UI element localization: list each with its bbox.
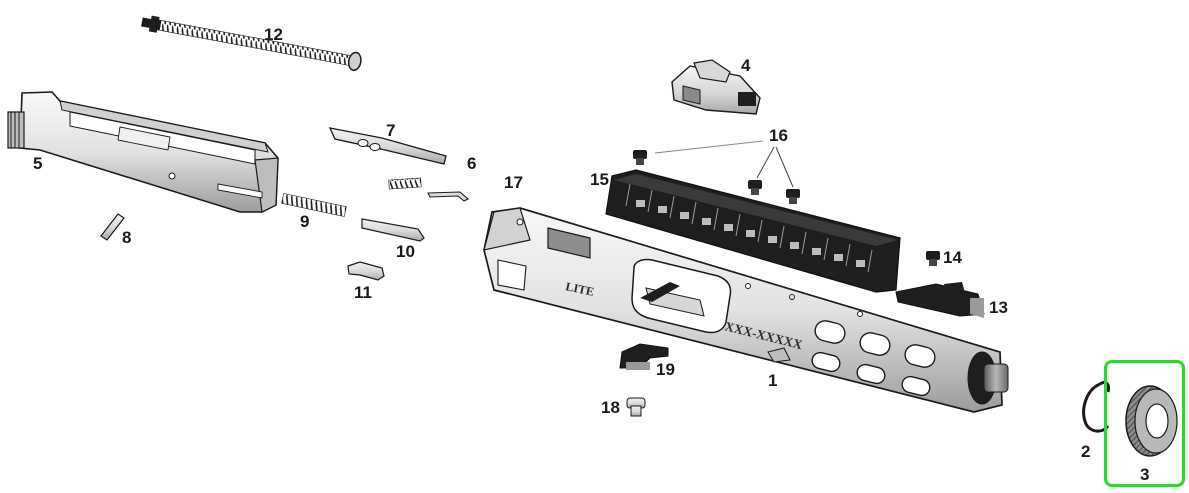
part-14-screw: [926, 251, 940, 266]
part-2-wire-clip: [1082, 380, 1110, 433]
part-19-lever: [619, 343, 669, 370]
part-4-rear-sight: [671, 59, 761, 115]
callout-13: 13: [989, 298, 1008, 317]
part-5-receiver: [7, 91, 279, 213]
callout-14: 14: [943, 248, 962, 267]
part-8-pin: [100, 213, 125, 241]
part-3-thread-protector: [1125, 385, 1178, 457]
selected-part-highlight[interactable]: [1104, 360, 1185, 487]
part-18-pin: [626, 397, 646, 417]
callout-12: 12: [264, 25, 283, 44]
part-1-upper-barrel: LITE XXX-XXXXX: [483, 207, 1009, 413]
barrel-ports-upper: [814, 320, 936, 368]
barrel-ports-lower: [811, 351, 931, 397]
part-16-screws: [633, 140, 800, 204]
callout-10: 10: [396, 242, 415, 261]
part-9-spring: [281, 193, 347, 217]
callout-5: 5: [33, 154, 43, 173]
part-12-recoil-spring-assembly: [141, 15, 362, 72]
callout-7: 7: [386, 121, 396, 140]
part-10-plunger: [361, 218, 425, 242]
part-7-plate: [328, 127, 447, 165]
callout-16: 16: [769, 126, 788, 145]
callout-2: 2: [1081, 442, 1091, 461]
callout-3: 3: [1140, 465, 1150, 484]
callout-6: 6: [467, 154, 477, 173]
callout-9: 9: [300, 212, 310, 231]
screw: [633, 150, 647, 165]
callout-15: 15: [590, 170, 609, 189]
callout-11: 11: [354, 283, 372, 302]
screw: [748, 180, 762, 195]
callout-17: 17: [504, 173, 523, 192]
part-11-latch: [347, 261, 385, 281]
callout-1: 1: [768, 371, 778, 390]
part-6-spring: [388, 177, 422, 190]
callout-19: 19: [656, 360, 675, 379]
part-17-strip: [427, 191, 469, 202]
screw: [786, 189, 800, 204]
callout-8: 8: [122, 228, 132, 247]
callout-4: 4: [741, 56, 751, 75]
callout-18: 18: [601, 398, 620, 417]
model-engraving: LITE: [564, 279, 595, 299]
part-15-rail: [605, 169, 901, 367]
part-13-front-sight: [895, 282, 985, 318]
receiver-thread: [7, 111, 25, 149]
